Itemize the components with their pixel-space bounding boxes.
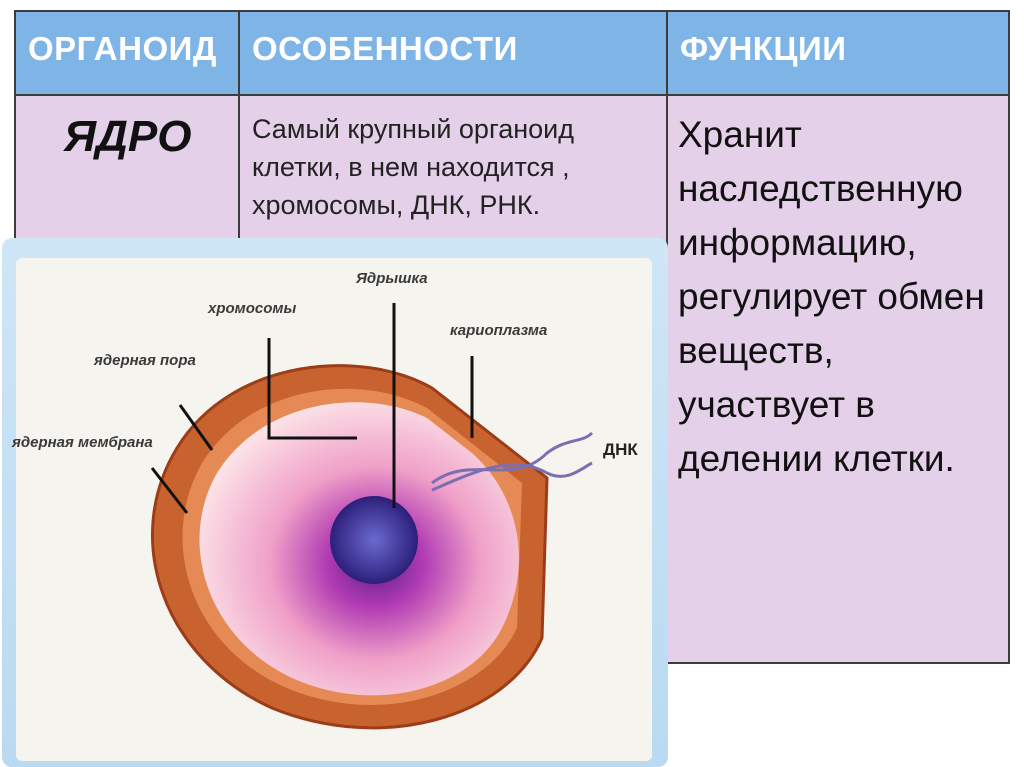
label-chromosomes: хромосомы — [208, 300, 297, 317]
dna-strand — [431, 431, 594, 492]
header-features: ОСОБЕННОСТИ — [252, 30, 518, 67]
label-nucleolus: Ядрышка — [356, 270, 428, 287]
nucleus-drawing — [150, 303, 594, 730]
leader-lines — [150, 303, 474, 514]
header-organoid: ОРГАНОИД — [28, 30, 217, 67]
organoid-name: ЯДРО — [64, 112, 192, 161]
nucleus-illustration: Ядрышка хромосомы кариоплазма ядерная по… — [2, 238, 668, 767]
header-functions: ФУНКЦИИ — [680, 30, 847, 67]
nucleolus — [330, 496, 418, 584]
label-dna: ДНК — [603, 440, 638, 459]
functions-text: Хранит наследственную информацию, регули… — [678, 114, 985, 479]
table-header-row — [16, 12, 1008, 96]
features-text: Самый крупный органоид клетки, в нем нах… — [252, 114, 574, 220]
label-nuclear-membrane: ядерная мембрана — [12, 434, 153, 451]
label-karyoplasm: кариоплазма — [450, 322, 548, 339]
label-nuclear-pore: ядерная пора — [94, 352, 196, 369]
